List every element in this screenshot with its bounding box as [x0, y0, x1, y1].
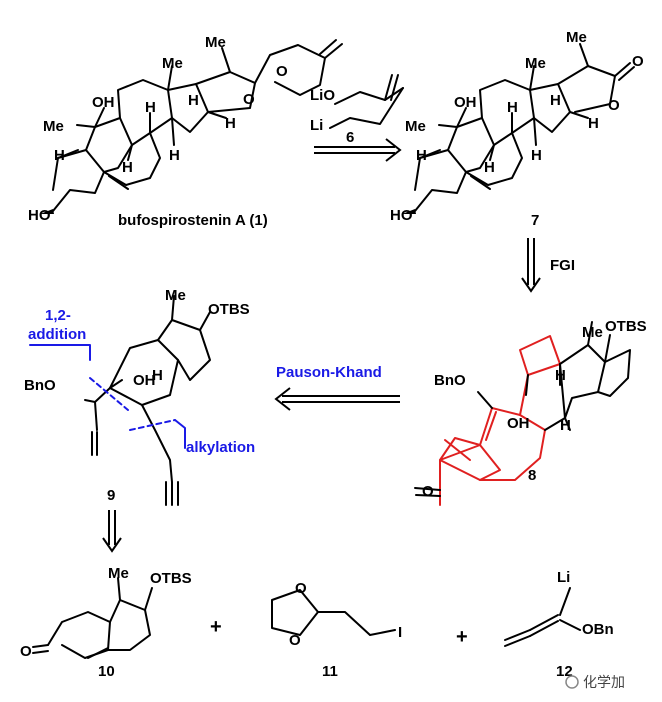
atom-o-1b: O: [276, 63, 288, 80]
atom-lio: LiO: [310, 87, 335, 104]
atom-h-1e: H: [188, 92, 199, 109]
compound-10: [32, 577, 153, 659]
label-compound-10: 10: [98, 663, 115, 680]
atom-h-1d: H: [169, 147, 180, 164]
atom-h-7f: H: [588, 115, 599, 132]
reagent-6: [329, 74, 404, 129]
atom-bno-9: BnO: [24, 377, 56, 394]
arrow-pauson-khand: [274, 387, 400, 411]
atom-otbs-10: OTBS: [150, 570, 192, 587]
arrow-fgi: [521, 238, 541, 293]
atom-o-11b: O: [289, 632, 301, 649]
atom-me-7c: Me: [566, 29, 587, 46]
atom-h-1c: H: [145, 99, 156, 116]
compound-1: [40, 39, 343, 214]
atom-li-12: Li: [557, 569, 570, 586]
watermark: 化学加: [565, 675, 625, 691]
atom-me-7b: Me: [525, 55, 546, 72]
atom-me-8: Me: [582, 324, 603, 341]
atom-o-8: O: [422, 483, 434, 500]
atom-otbs-8: OTBS: [605, 318, 647, 335]
label-compound-7: 7: [531, 212, 539, 229]
atom-h-7c: H: [507, 99, 518, 116]
plus-1: +: [210, 616, 222, 638]
atom-o-7b: O: [632, 53, 644, 70]
atom-me-1b: Me: [162, 55, 183, 72]
label-compound-9: 9: [107, 487, 115, 504]
atom-o-1a: O: [243, 91, 255, 108]
arrow-1-to-7: [314, 138, 402, 162]
atom-h-7a: H: [416, 147, 427, 164]
label-addition-1: 1,2-: [45, 307, 71, 324]
atom-h-7e: H: [550, 92, 561, 109]
atom-obn-12: OBn: [582, 621, 614, 638]
watermark-logo-icon: [565, 675, 579, 689]
compound-8: [414, 321, 631, 506]
atom-me-1c: Me: [205, 34, 226, 51]
atom-oh-7: OH: [454, 94, 477, 111]
atom-me-10: Me: [108, 565, 129, 582]
atom-me-7a: Me: [405, 118, 426, 135]
label-fgi: FGI: [550, 257, 575, 274]
atom-o-11a: O: [295, 580, 307, 597]
atom-h-9: H: [152, 367, 163, 384]
label-alkylation: alkylation: [186, 439, 255, 456]
atom-ho-1: HO: [28, 207, 51, 224]
atom-ho-7: HO: [390, 207, 413, 224]
label-addition-2: addition: [28, 326, 86, 343]
atom-h-7d: H: [531, 147, 542, 164]
compound-9: [29, 295, 211, 506]
arrow-retro-9: [102, 510, 122, 553]
atom-h-8b: H: [560, 417, 571, 434]
label-compound-8: 8: [528, 467, 536, 484]
atom-o-7a: O: [608, 97, 620, 114]
compound-11: [271, 589, 396, 636]
watermark-text: 化学加: [583, 675, 625, 691]
label-compound-1: bufospirostenin A (1): [118, 212, 268, 229]
plus-2: +: [456, 626, 468, 648]
atom-h-1a: H: [54, 147, 65, 164]
atom-h-7b: H: [484, 159, 495, 176]
atom-bno-8: BnO: [434, 372, 466, 389]
atom-oh-8: OH: [507, 415, 530, 432]
compound-7: [402, 43, 635, 214]
atom-otbs-9: OTBS: [208, 301, 250, 318]
label-pauson-khand: Pauson-Khand: [276, 364, 382, 381]
atom-oh-9: OH: [133, 372, 156, 389]
atom-me-1a: Me: [43, 118, 64, 135]
atom-h-1b: H: [122, 159, 133, 176]
atom-h-1f: H: [225, 115, 236, 132]
label-reagent-6: 6: [346, 129, 354, 146]
atom-oh-1: OH: [92, 94, 115, 111]
compound-12: [504, 587, 581, 647]
atom-li-6: Li: [310, 117, 323, 134]
atom-o-10: O: [20, 643, 32, 660]
atom-h-8a: H: [555, 367, 566, 384]
atom-me-9: Me: [165, 287, 186, 304]
atom-i-11: I: [398, 624, 402, 641]
label-compound-12: 12: [556, 663, 573, 680]
label-compound-11: 11: [322, 663, 338, 680]
